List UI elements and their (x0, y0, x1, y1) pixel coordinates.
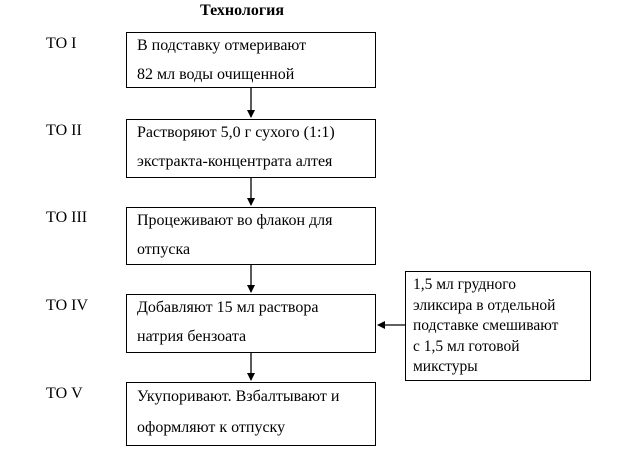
side-note-line-4: с 1,5 мл готовой (413, 337, 520, 355)
step-4-line-2: натрия бензоата (137, 328, 247, 345)
step-5-line-1: Укупоривают. Взбалтывают и (137, 388, 340, 405)
side-note-line-3: подставке смешивают (413, 317, 559, 334)
step-box-3: Процеживают во флакон для отпуска (126, 207, 376, 265)
diagram-title: Технология (200, 2, 284, 19)
stage-label-1: ТО I (46, 35, 77, 52)
side-note-line-1: 1,5 мл грудного (413, 276, 516, 293)
step-2-line-1: Растворяют 5,0 г сухого (1:1) (137, 124, 335, 141)
stage-label-5: ТО V (46, 385, 83, 402)
step-2-line-2: экстракта-концентрата алтея (137, 153, 333, 170)
step-3-line-1: Процеживают во флакон для (137, 212, 333, 229)
side-note-line-2: эликсира в отдельной (413, 296, 556, 314)
stage-label-2: ТО II (46, 122, 82, 139)
side-note-box: 1,5 мл грудного эликсира в отдельной под… (405, 271, 591, 381)
step-3-line-2: отпуска (137, 241, 191, 258)
stage-label-3: ТО III (46, 209, 88, 226)
step-4-line-1: Добавляют 15 мл раствора (137, 299, 319, 316)
step-box-5: Укупоривают. Взбалтывают и оформляют к о… (126, 382, 376, 446)
side-note-line-5: микстуры (413, 358, 478, 375)
step-box-1: В подставку отмеривают 82 мл воды очищен… (126, 32, 376, 88)
step-5-line-2: оформляют к отпуску (137, 419, 286, 436)
step-1-line-2: 82 мл воды очищенной (137, 66, 295, 83)
step-box-4: Добавляют 15 мл раствора натрия бензоата (126, 294, 376, 353)
step-box-2: Растворяют 5,0 г сухого (1:1) экстракта-… (126, 119, 376, 178)
step-1-line-1: В подставку отмеривают (137, 37, 307, 54)
stage-label-4: ТО IV (46, 297, 88, 314)
